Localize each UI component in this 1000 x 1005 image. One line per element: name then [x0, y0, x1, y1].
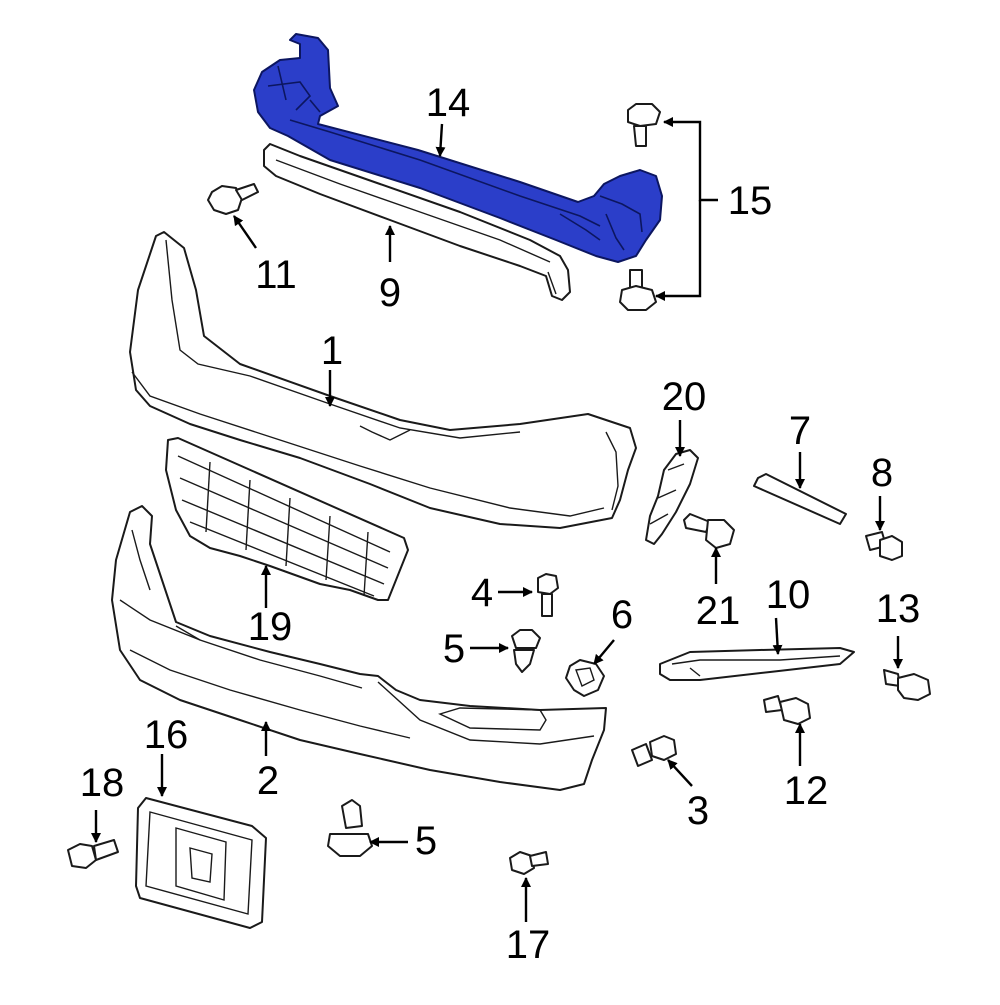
leader-lines	[91, 117, 903, 922]
bolt-13-part[interactable]	[883, 669, 931, 701]
callout-9: 9	[379, 271, 401, 315]
callout-2: 2	[257, 759, 279, 803]
callout-labels: 14 15 11 9 1 20 7 8 21 10 13 19 4 5 6 2 …	[80, 81, 921, 967]
callout-13: 13	[876, 587, 921, 631]
clip-5-lower-part[interactable]	[327, 799, 373, 857]
trim-strip-7-part[interactable]	[753, 473, 847, 525]
callout-4: 4	[471, 571, 493, 615]
lower-bumper-part[interactable]	[111, 505, 607, 791]
reinforcement-beam-part[interactable]	[253, 33, 663, 263]
callout-5-upper: 5	[443, 627, 465, 671]
bolt-3-part[interactable]	[631, 735, 677, 767]
bolt-21-part[interactable]	[683, 513, 735, 549]
bolt-17-part[interactable]	[509, 851, 549, 875]
callout-7: 7	[789, 409, 811, 453]
bumper-cover-part[interactable]	[129, 231, 637, 529]
bolt-11-part[interactable]	[207, 183, 259, 215]
callout-21: 21	[696, 589, 741, 633]
bolt-12-part[interactable]	[763, 695, 811, 725]
absorber-part[interactable]	[263, 143, 571, 301]
bolt-18-part[interactable]	[67, 839, 119, 869]
callout-17: 17	[506, 923, 551, 967]
callout-18: 18	[80, 761, 125, 805]
callout-6: 6	[611, 593, 633, 637]
license-bracket-part[interactable]	[135, 797, 267, 929]
bolt-8-part[interactable]	[865, 531, 903, 561]
bolt-15-top-part[interactable]	[627, 103, 661, 147]
callout-20: 20	[662, 375, 707, 419]
grille-part[interactable]	[165, 437, 409, 601]
callout-3: 3	[687, 789, 709, 833]
callout-15: 15	[728, 179, 773, 223]
callout-19: 19	[248, 605, 293, 649]
callout-12: 12	[784, 769, 829, 813]
clip-6-part[interactable]	[565, 659, 605, 697]
bolt-15-bottom-part[interactable]	[619, 269, 657, 311]
callout-5-lower: 5	[415, 819, 437, 863]
callout-8: 8	[871, 451, 893, 495]
callout-11: 11	[255, 253, 297, 297]
callout-14: 14	[426, 81, 471, 125]
callout-1: 1	[321, 329, 343, 373]
callout-16: 16	[144, 713, 189, 757]
bolt-4-part[interactable]	[537, 573, 559, 617]
side-bracket-20-part[interactable]	[645, 449, 699, 545]
clip-5-upper-part[interactable]	[511, 629, 541, 673]
callout-10: 10	[766, 573, 811, 617]
trim-10-part[interactable]	[659, 647, 855, 681]
